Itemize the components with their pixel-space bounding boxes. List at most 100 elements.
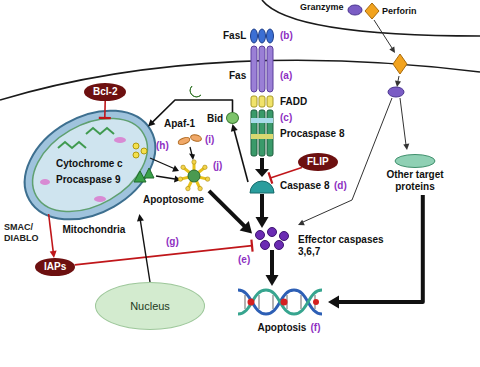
apoptosome-tip (181, 165, 185, 169)
node-label: (f) (311, 322, 321, 334)
inhibition-bar (269, 172, 273, 183)
fas-receptor (267, 46, 273, 92)
node-label: Bid (207, 113, 223, 125)
part-label: Procaspase 8 (280, 128, 345, 140)
cell-membrane (262, 0, 480, 36)
fadd-adaptor (267, 96, 273, 107)
fas-ligand (251, 29, 258, 43)
procaspase-9 (144, 168, 154, 178)
connector-line (209, 191, 247, 228)
part-label: Fas (229, 70, 246, 82)
tbid-fragment (190, 86, 201, 97)
apoptosome-tip (178, 160, 210, 191)
cell-membrane (0, 60, 480, 100)
activation-arrow (255, 169, 269, 177)
apaf-1 (190, 134, 202, 143)
pathway-arrow (156, 176, 175, 179)
effector-caspase (280, 232, 289, 241)
fas-receptor (251, 46, 273, 92)
connector (49, 214, 57, 258)
pathway-arrowhead (189, 154, 195, 161)
activation-arrow (260, 158, 264, 170)
dna-fragment (248, 299, 320, 306)
part-label: (a) (280, 70, 292, 82)
edge-label: SMAC/ DIABLO (4, 222, 44, 244)
inhibitor-oval: IAPs (35, 258, 75, 276)
inhibition-bar (251, 240, 252, 252)
fas-ligand (259, 29, 266, 43)
fas-complex (251, 29, 274, 156)
granzyme-arrowhead (389, 46, 395, 53)
node-label: Effector caspases 3,6,7 (298, 234, 394, 258)
cell-membrane (0, 0, 480, 100)
node-label: Bcl-2 (93, 86, 117, 98)
inhibitor-oval: Bcl-2 (84, 83, 126, 101)
apaf-1 (177, 136, 190, 146)
connector (137, 214, 150, 282)
mitochondrion-drawing (114, 137, 126, 143)
procaspase-8 (251, 110, 257, 156)
target-protein: Other target proteins (376, 152, 454, 195)
nucleus: Nucleus (95, 282, 205, 330)
connector (266, 250, 279, 286)
fadd-adaptor (251, 96, 257, 107)
connector-line (49, 214, 54, 253)
granzyme-path (374, 20, 392, 48)
arrowhead (231, 124, 238, 132)
protein-shape (395, 155, 435, 168)
inhibitor-oval: FLIP (298, 153, 338, 171)
apoptosome-tip (203, 165, 207, 169)
node-label: Other target proteins (376, 169, 454, 193)
granzyme-path (398, 76, 399, 81)
fas-ligand (267, 29, 274, 43)
part-label: FasL (223, 30, 246, 42)
part-label: FADD (280, 96, 307, 108)
dna-helix (238, 290, 322, 314)
mitochondrion-drawing (5, 88, 174, 241)
dna-helix (238, 290, 322, 314)
node-label: (d) (334, 180, 347, 192)
procaspase-band (251, 134, 273, 139)
node-label: Mitochondria (63, 224, 126, 236)
part-label: (g) (166, 236, 179, 248)
connector-line (336, 195, 423, 302)
pathway-arrow (150, 147, 192, 179)
part-label: Apaf-1 (164, 118, 195, 130)
caspase-8-icon (250, 181, 274, 193)
arrowhead (240, 221, 252, 233)
dna-fragment (248, 299, 255, 306)
procaspase-band (251, 118, 273, 123)
apaf-1 (177, 134, 202, 146)
protein-icon (393, 153, 437, 169)
connector (209, 191, 252, 234)
procaspase-8 (259, 110, 265, 156)
connector (99, 101, 111, 118)
fas-ligand (251, 29, 274, 43)
connector-line (75, 246, 252, 265)
connector (256, 194, 269, 228)
mitochondrion-drawing (86, 128, 114, 134)
bid-protein: Bid (226, 112, 239, 124)
node-label: Nucleus (130, 300, 170, 313)
connector-line (270, 250, 274, 278)
connector-line (140, 219, 150, 282)
part-label: Granzyme (300, 2, 344, 13)
granzyme-arrowhead (395, 80, 401, 87)
dna-helix (238, 290, 322, 314)
granzyme-perforin (348, 3, 407, 97)
cytochrome-c (141, 148, 147, 154)
part-label: (i) (205, 134, 214, 146)
arrowhead (137, 214, 144, 222)
granzyme-arrowhead (403, 144, 409, 150)
effector-caspase (275, 241, 284, 250)
arrowhead (50, 251, 57, 258)
connector (328, 195, 423, 309)
apoptosome-tip (198, 186, 202, 190)
procaspase-band (251, 134, 273, 139)
apoptosome-tip (186, 186, 190, 190)
pathway-arrowhead (172, 165, 179, 171)
effector-caspase (261, 241, 270, 250)
effector-caspase (268, 228, 277, 237)
granzyme-perforin (365, 3, 379, 19)
